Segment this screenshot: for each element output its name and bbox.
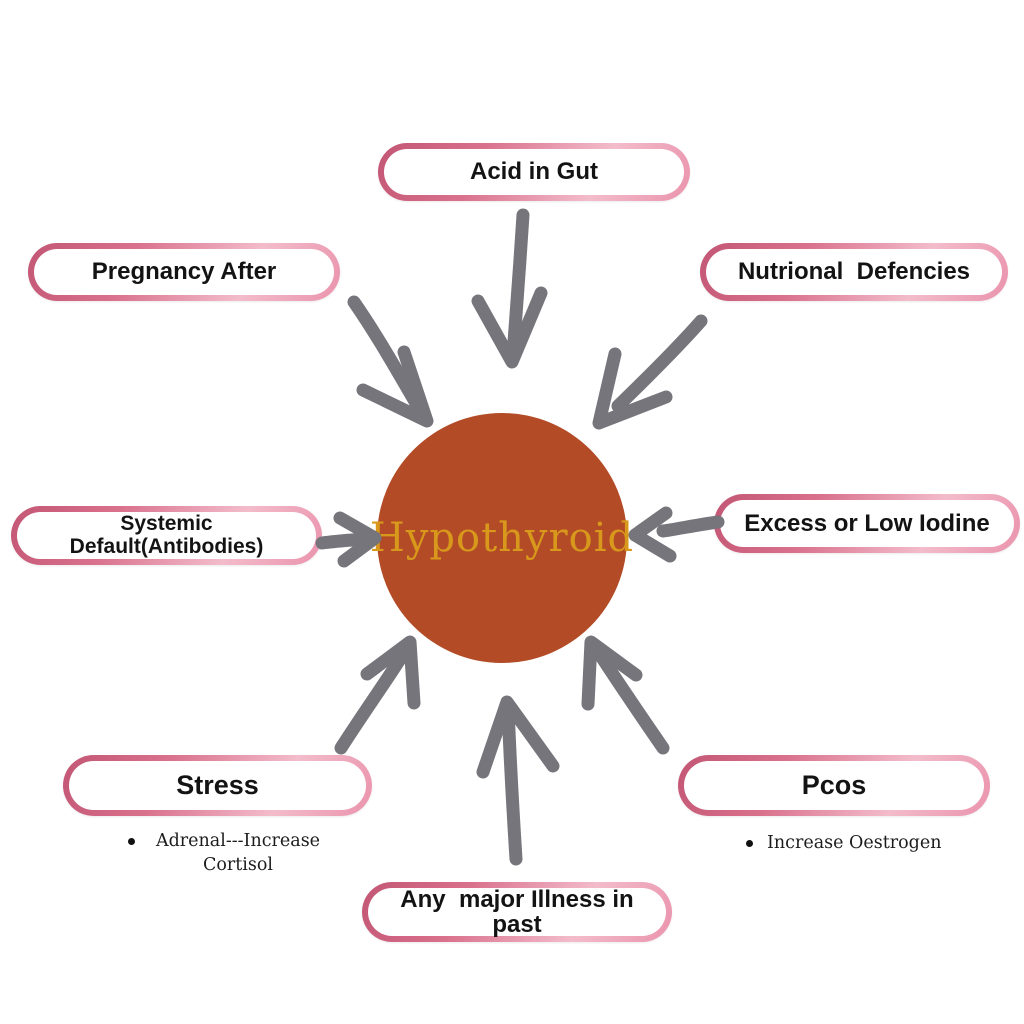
node-excess-low-iodine-body: Excess or Low Iodine [720,500,1014,547]
node-any-major-illness-label: Any major Illness in past [400,885,641,938]
node-nutrional-defencies: Nutrional Defencies [700,243,1008,301]
node-nutrional-defencies-label: Nutrional Defencies [737,258,971,286]
node-pregnancy-after: Pregnancy After [28,243,340,301]
pcos-note: Increase Oestrogen [746,832,942,856]
node-pregnancy-after-label: Pregnancy After [91,258,277,286]
stress-note: Adrenal---Increase Cortisol [128,830,327,877]
bullet-icon [746,840,753,847]
stress-note-text: Adrenal---Increase Cortisol [155,831,321,875]
arrow-excess-low-iodine-icon [628,506,725,563]
node-acid-in-gut-body: Acid in Gut [384,149,684,195]
node-systemic-default-body: Systemic Default(Antibodies) [17,512,316,559]
arrow-acid-in-gut-icon [471,208,548,369]
node-systemic-default: Systemic Default(Antibodies) [11,506,322,565]
node-acid-in-gut-label: Acid in Gut [470,158,598,186]
arrow-any-major-illness-icon [476,695,560,866]
arrow-pcos-icon [581,635,670,755]
center-node: Hypothyroid [370,413,633,663]
node-excess-low-iodine: Excess or Low Iodine [714,494,1020,553]
arrow-systemic-default-icon [315,511,382,568]
arrow-nutrional-defencies-icon [592,314,708,430]
node-pcos-label: Pcos [801,770,867,801]
node-any-major-illness-body: Any major Illness in past [368,885,666,938]
arrow-pregnancy-after-icon [347,295,434,428]
node-stress-body: Stress [69,761,366,810]
node-pregnancy-after-body: Pregnancy After [34,249,334,295]
node-pcos: Pcos [678,755,990,816]
node-stress: Stress [63,755,372,816]
node-pcos-body: Pcos [684,761,984,810]
bullet-icon [128,838,135,845]
pcos-note-text: Increase Oestrogen [767,833,942,853]
node-nutrional-defencies-body: Nutrional Defencies [706,249,1002,295]
arrow-stress-icon [334,635,421,755]
node-acid-in-gut: Acid in Gut [378,143,690,201]
node-stress-label: Stress [176,770,259,801]
center-node-label: Hypothyroid [369,515,635,561]
node-any-major-illness: Any major Illness in past [362,882,672,942]
node-systemic-default-label: Systemic Default(Antibodies) [69,512,264,558]
node-excess-low-iodine-label: Excess or Low Iodine [744,509,990,537]
